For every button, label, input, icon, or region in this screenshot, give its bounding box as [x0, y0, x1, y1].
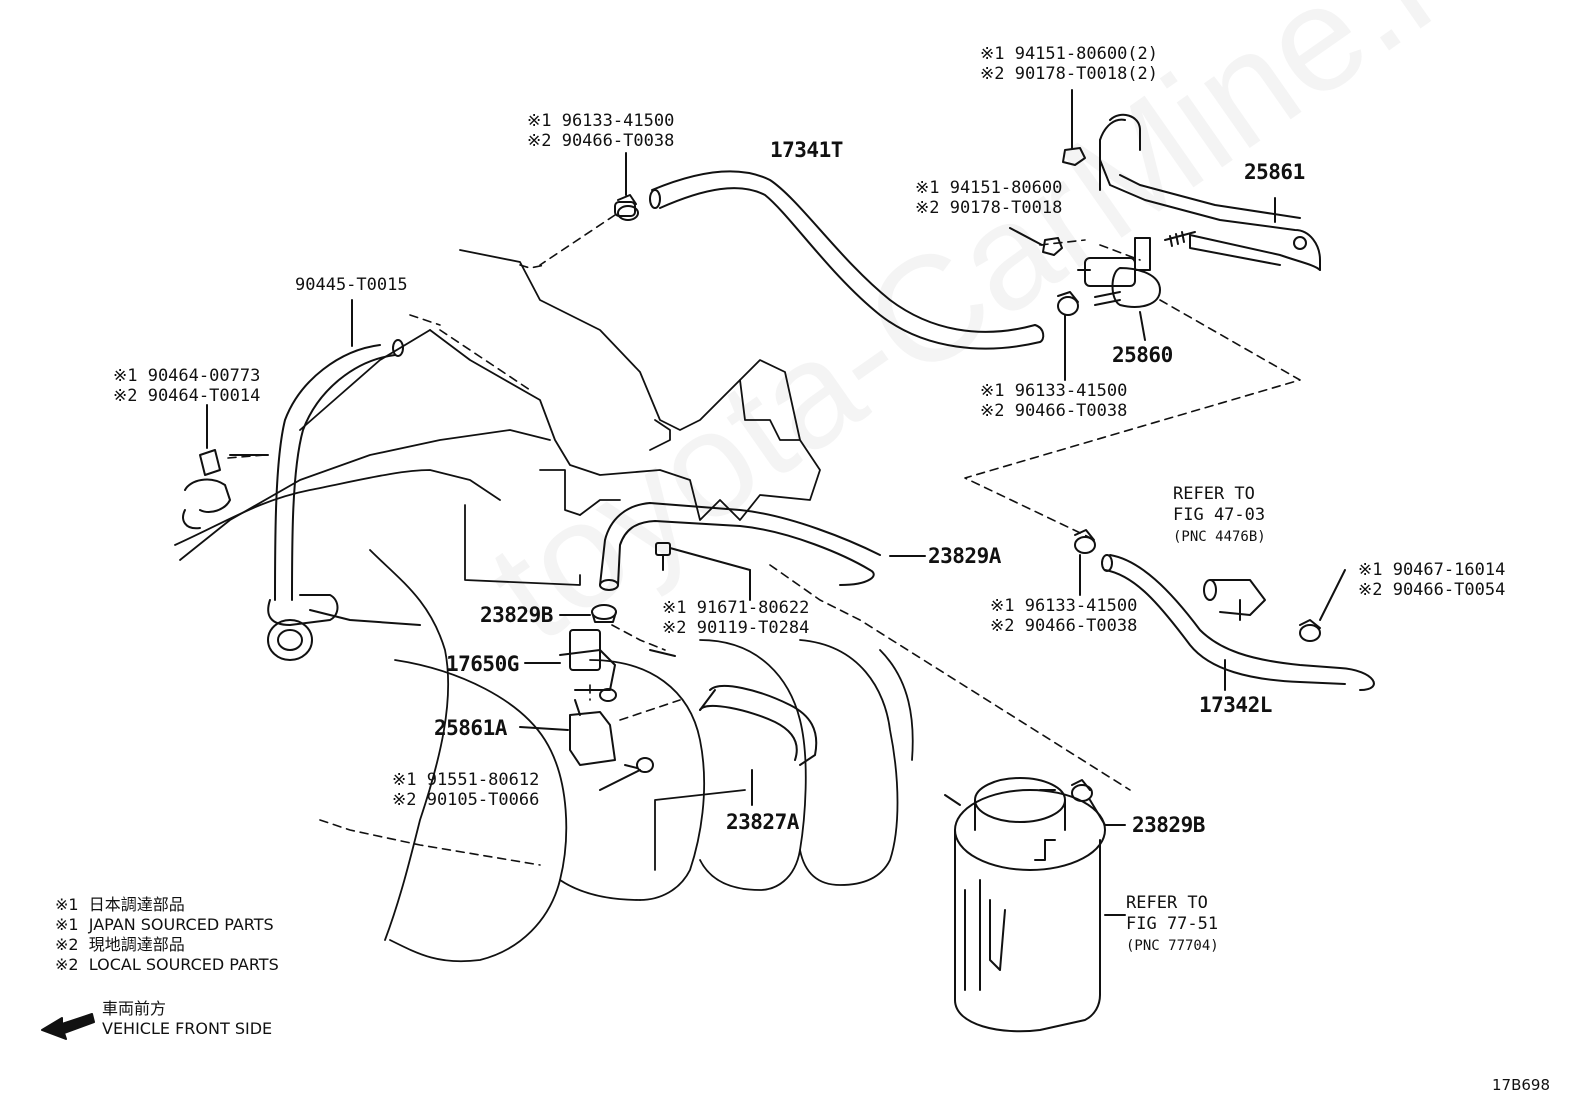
dashed-leaders — [228, 215, 1300, 865]
note-clip-top-1: ※1 96133-41500 — [527, 111, 675, 131]
label-90445-T0015: 90445-T0015 — [295, 275, 408, 295]
note-bolt-2: ※2 90119-T0284 — [662, 618, 810, 638]
label-17341T: 17341T — [770, 138, 843, 162]
note-clamp-left-1: ※1 90464-00773 — [113, 366, 261, 386]
note-clip-right-1: ※1 96133-41500 — [990, 596, 1138, 616]
legend-line-2: ※1 JAPAN SOURCED PARTS — [55, 915, 274, 934]
clip-bottom — [1072, 780, 1125, 825]
bracket-25861 — [1100, 115, 1320, 270]
note-clip-right-2: ※2 90466-T0038 — [990, 616, 1138, 636]
note-nut-top-1: ※1 94151-80600(2) — [980, 44, 1159, 64]
bolt-bottom — [600, 758, 653, 790]
label-17650G: 17650G — [446, 652, 519, 676]
hose-17342L — [1102, 555, 1374, 690]
engine-outline — [175, 250, 820, 585]
valve-left — [268, 595, 420, 660]
nut-mid — [1010, 228, 1062, 255]
ref2-line3: (PNC 77704) — [1126, 938, 1219, 954]
ref2-line2: FIG 77-51 — [1126, 914, 1219, 934]
nut-top — [1063, 90, 1085, 165]
figure-code: 17B698 — [1492, 1076, 1551, 1094]
label-25860: 25860 — [1112, 343, 1173, 367]
ref1-line3: (PNC 4476B) — [1173, 529, 1266, 545]
connector-23829B-top — [560, 605, 616, 622]
hose-17341T — [650, 171, 1043, 348]
bolt-top — [656, 543, 750, 600]
label-17342L: 17342L — [1199, 693, 1272, 717]
front-arrow-icon — [42, 1014, 94, 1039]
hose-23829A — [600, 503, 925, 590]
clip-right — [1075, 530, 1095, 595]
legend-line-3: ※2 現地調達部品 — [55, 935, 185, 954]
note-nut-top-2: ※2 90178-T0018(2) — [980, 64, 1159, 84]
label-23827A: 23827A — [726, 810, 799, 834]
clamp-left — [183, 405, 268, 528]
legend-line-1: ※1 日本調達部品 — [55, 895, 185, 914]
label-23829B-top: 23829B — [480, 603, 553, 627]
label-25861: 25861 — [1244, 160, 1305, 184]
note-bolt2-1: ※1 91551-80612 — [392, 770, 540, 790]
note-clip-far-1: ※1 90467-16014 — [1358, 560, 1506, 580]
note-clip-top-2: ※2 90466-T0038 — [527, 131, 675, 151]
clip-vsv — [1058, 292, 1078, 380]
clip-top — [615, 153, 638, 220]
bracket-25861A — [520, 700, 615, 765]
vsv-25860 — [1078, 238, 1160, 340]
clip-far-right — [1300, 570, 1345, 641]
direction-en: VEHICLE FRONT SIDE — [102, 1019, 273, 1038]
ref1-line1: REFER TO — [1173, 484, 1255, 504]
legend-line-4: ※2 LOCAL SOURCED PARTS — [55, 955, 279, 974]
note-clip-vsv-1: ※1 96133-41500 — [980, 381, 1128, 401]
note-bolt-1: ※1 91671-80622 — [662, 598, 810, 618]
note-clamp-left-2: ※2 90464-T0014 — [113, 386, 261, 406]
ref2-line1: REFER TO — [1126, 893, 1208, 913]
label-25861A: 25861A — [434, 716, 507, 740]
hose-90445 — [275, 300, 403, 600]
note-bolt2-2: ※2 90105-T0066 — [392, 790, 540, 810]
note-nut-mid-1: ※1 94151-80600 — [915, 178, 1063, 198]
ref1-line2: FIG 47-03 — [1173, 505, 1266, 525]
intake-runners — [370, 550, 913, 961]
direction-jp: 車両前方 — [102, 999, 167, 1018]
label-23829A: 23829A — [928, 544, 1001, 568]
label-23829B-bottom: 23829B — [1132, 813, 1205, 837]
note-clip-vsv-2: ※2 90466-T0038 — [980, 401, 1128, 421]
vsv-17650G — [525, 630, 616, 701]
note-nut-mid-2: ※2 90178-T0018 — [915, 198, 1063, 218]
note-clip-far-2: ※2 90466-T0054 — [1358, 580, 1506, 600]
tee-connector — [1204, 580, 1265, 620]
hose-23827A — [650, 650, 816, 805]
canister — [945, 778, 1125, 1031]
